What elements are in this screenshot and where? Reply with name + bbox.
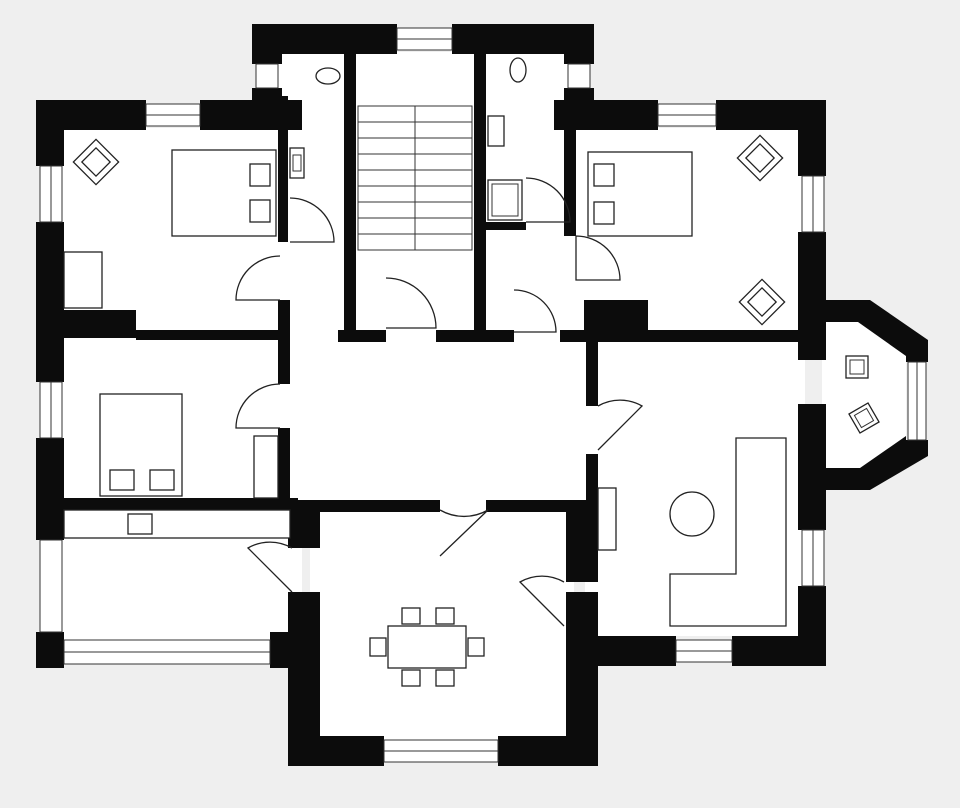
armchair: [738, 278, 786, 326]
dining-table: [387, 625, 467, 669]
bathroom-east: [487, 57, 527, 221]
double-bed: [171, 149, 277, 237]
bay-window: [845, 355, 880, 434]
armchair: [736, 134, 784, 182]
staircase: [357, 105, 473, 251]
armchair: [845, 355, 869, 379]
toilet: [315, 67, 341, 85]
toilet: [509, 57, 527, 83]
wc-west: [289, 67, 341, 179]
shower: [487, 179, 523, 221]
sideboard: [597, 487, 617, 551]
chair: [435, 607, 455, 625]
bedroom-west: [99, 393, 279, 499]
kitchen: [63, 509, 291, 539]
interior-walls: [36, 52, 824, 574]
chair: [369, 637, 387, 657]
washbasin: [289, 147, 305, 179]
exterior-walls: [36, 24, 928, 766]
doors: [235, 177, 644, 627]
wardrobe: [63, 251, 103, 309]
wardrobe: [253, 435, 279, 499]
round-table: [669, 491, 715, 537]
corner-sofa: [669, 437, 787, 627]
dining-room: [369, 607, 485, 687]
living-room: [597, 437, 787, 627]
armchair: [848, 402, 880, 434]
bedroom-northeast: [587, 134, 786, 326]
sink: [127, 513, 153, 535]
bedroom-northwest: [63, 138, 277, 309]
windows: [39, 27, 927, 763]
kitchen-counter: [63, 509, 291, 539]
chair: [401, 607, 421, 625]
chair: [401, 669, 421, 687]
washbasin: [487, 115, 505, 147]
chair: [467, 637, 485, 657]
chair: [435, 669, 455, 687]
armchair: [72, 138, 120, 186]
